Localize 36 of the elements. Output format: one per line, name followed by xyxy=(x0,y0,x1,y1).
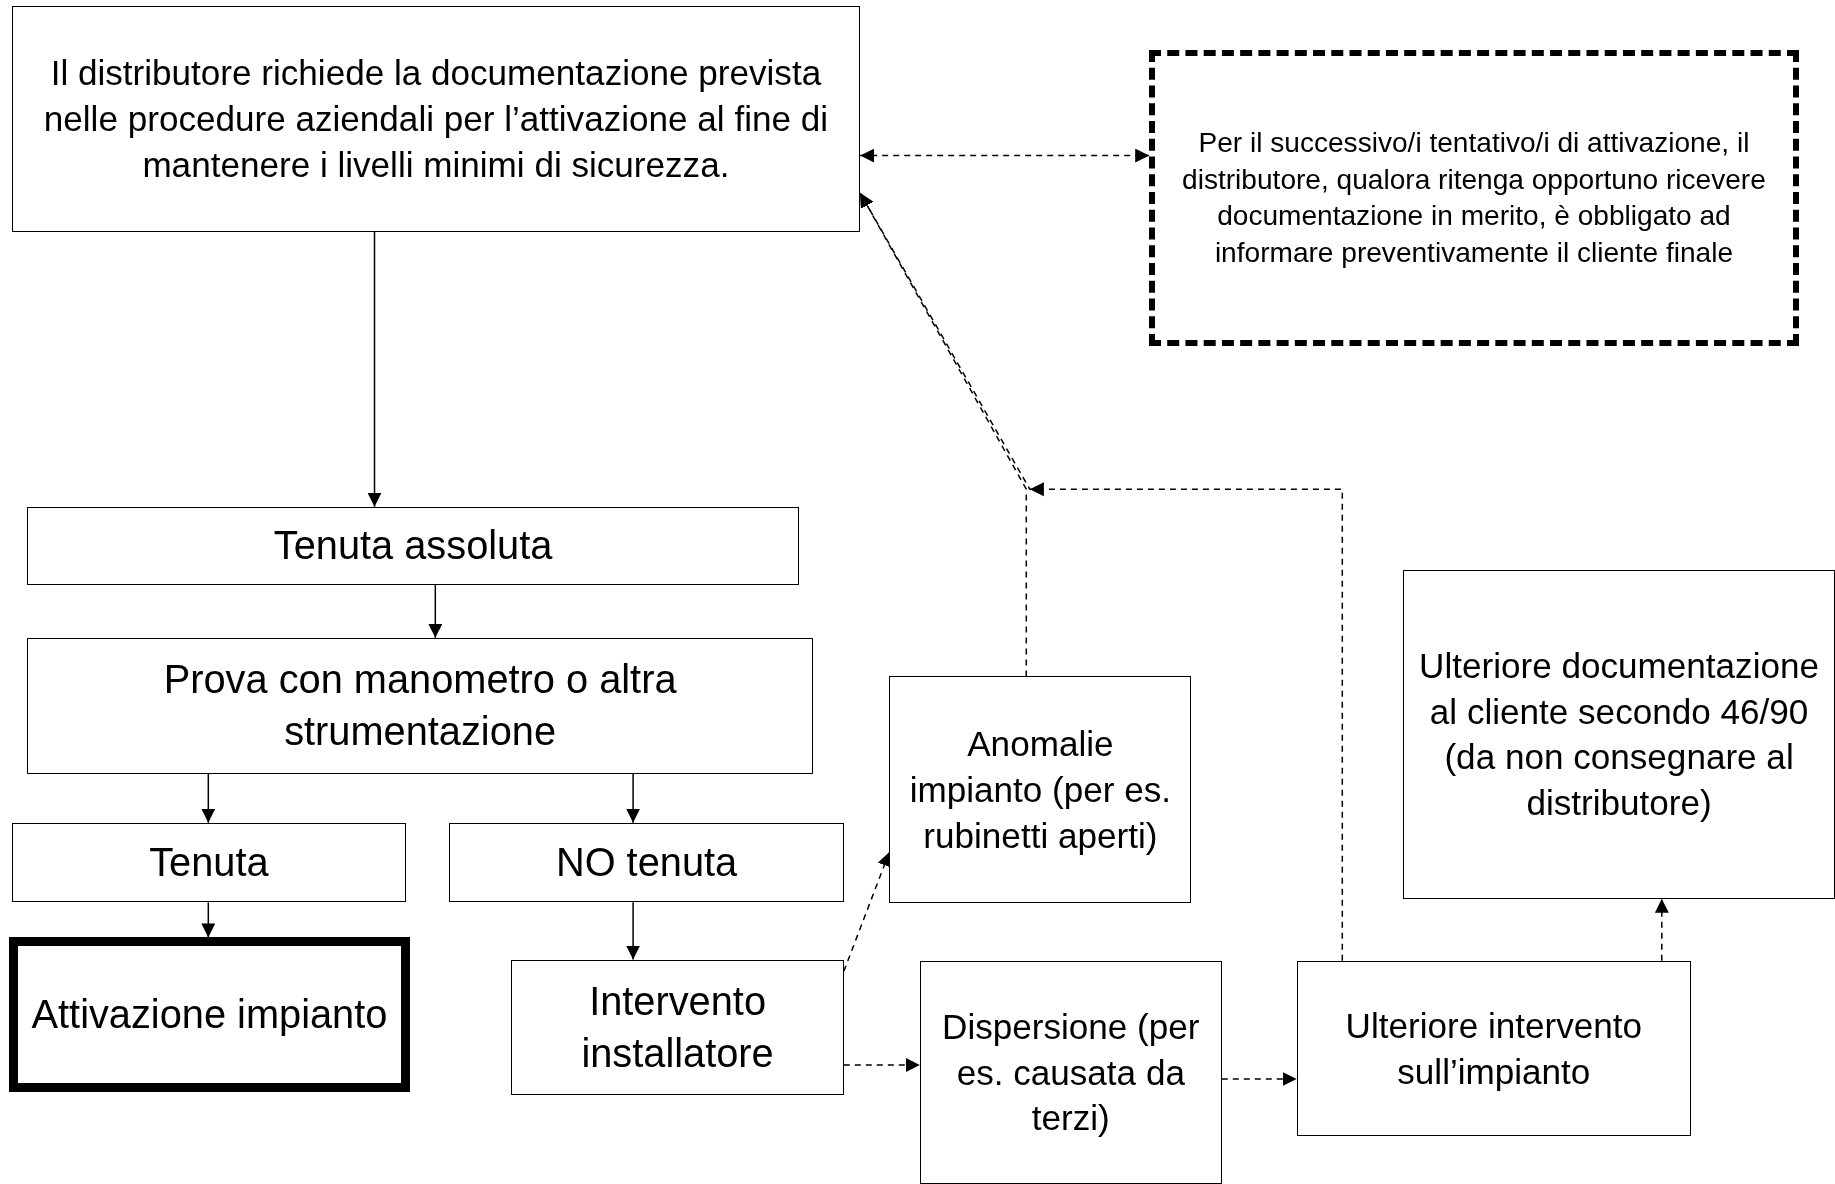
box-text: Anomalie impianto (per es. rubinetti aperti) xyxy=(908,723,1173,857)
process-box xyxy=(889,676,1192,904)
box-text: Dispersione (per es. causata da terzi) xyxy=(941,1006,1201,1140)
process-box xyxy=(11,5,861,232)
box-text: Intervento installatore xyxy=(580,977,775,1077)
process-box xyxy=(11,822,407,903)
process-box xyxy=(1403,569,1835,899)
box-text: Prova con manometro o altra strumentazione xyxy=(162,655,678,755)
box-text: NO tenuta xyxy=(555,838,738,886)
process-box xyxy=(26,506,800,586)
arrow xyxy=(1221,1072,1298,1086)
box-text: Il distributore richiede la documentazione prevista nelle procedure aziendali per l’attivazione al fine di mantenere i livelli minimi di sicurezza. xyxy=(42,52,830,186)
arrow xyxy=(859,192,1344,962)
box-text: Ulteriore intervento sull’impianto xyxy=(1344,1004,1644,1093)
process-box xyxy=(919,960,1222,1184)
process-box xyxy=(9,937,410,1092)
process-box xyxy=(511,959,844,1096)
note-box xyxy=(1149,50,1799,347)
arrow xyxy=(201,772,216,824)
arrow xyxy=(428,584,443,639)
box-text: Tenuta assoluta xyxy=(273,522,553,570)
box-text: Ulteriore documentazione al cliente secondo 46/90 (da non consegnare al distributore) xyxy=(1418,645,1820,824)
arrow xyxy=(201,901,216,939)
process-box xyxy=(26,637,814,774)
arrow xyxy=(626,901,641,961)
arrow xyxy=(367,230,382,508)
arrow xyxy=(859,148,1150,163)
arrow xyxy=(626,772,641,824)
process-box xyxy=(1296,960,1692,1137)
box-text: Attivazione impianto xyxy=(31,990,388,1038)
process-box xyxy=(449,822,844,903)
box-text: Tenuta xyxy=(149,838,269,886)
arrow xyxy=(843,1058,921,1072)
arrow xyxy=(1654,898,1669,962)
arrow xyxy=(843,851,891,973)
box-text: Per il successivo/i tentativo/i di attivazione, il distributore, qualora ritenga opportuno ricevere documentazione in merito, è obbligato ad informare preventivamente il cliente finale xyxy=(1181,126,1767,270)
